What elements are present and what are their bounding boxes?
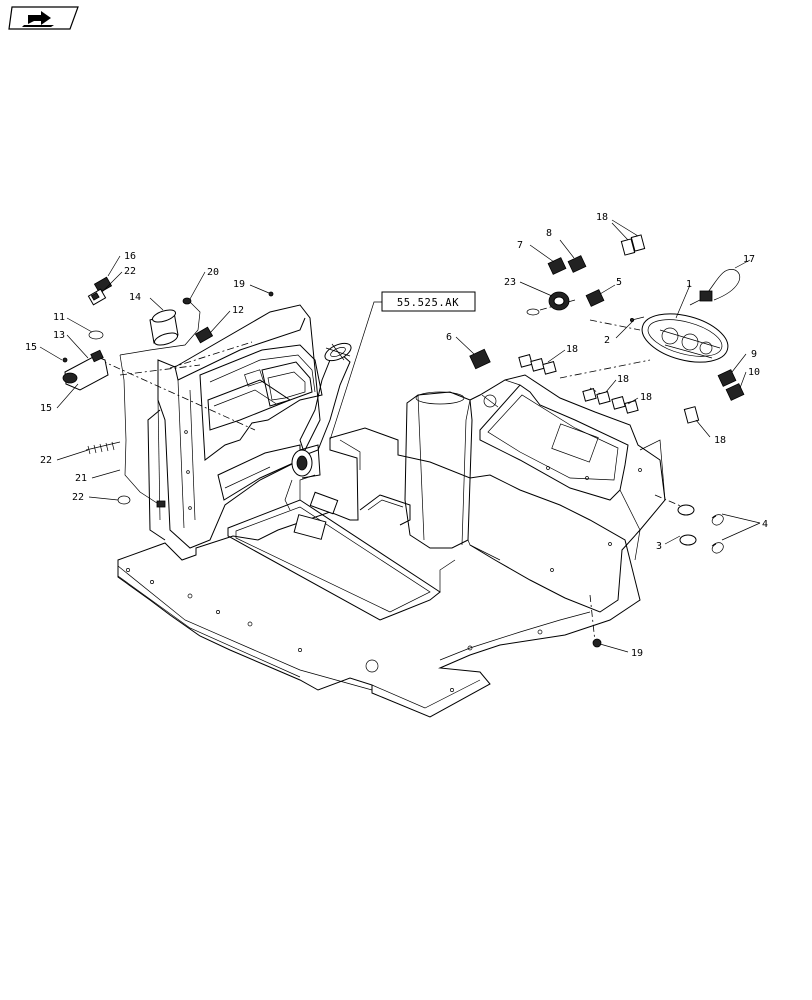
callout-13: 13 bbox=[53, 330, 65, 341]
callout-15: 15 bbox=[40, 403, 52, 414]
callout-1: 1 bbox=[686, 279, 692, 290]
callout-10: 10 bbox=[748, 367, 760, 378]
callout-18: 18 bbox=[596, 212, 608, 223]
callout-labels: 16 22 20 19 14 12 11 13 15 15 22 21 22 1… bbox=[25, 212, 768, 659]
callout-9: 9 bbox=[751, 349, 757, 360]
callout-3: 3 bbox=[656, 541, 662, 552]
callout-21: 21 bbox=[75, 473, 87, 484]
callout-5: 5 bbox=[616, 277, 622, 288]
small-parts bbox=[62, 234, 745, 648]
callout-22: 22 bbox=[40, 455, 52, 466]
callout-15: 15 bbox=[25, 342, 37, 353]
callout-20: 20 bbox=[207, 267, 219, 278]
callout-17: 17 bbox=[743, 254, 755, 265]
callout-19: 19 bbox=[631, 648, 643, 659]
callout-8: 8 bbox=[546, 228, 552, 239]
floor-plate bbox=[117, 427, 641, 718]
callout-22: 22 bbox=[124, 266, 136, 277]
callout-6: 6 bbox=[446, 332, 452, 343]
callout-16: 16 bbox=[124, 251, 136, 262]
callout-leaders bbox=[39, 219, 761, 653]
callout-22: 22 bbox=[72, 492, 84, 503]
arrow-right-icon bbox=[8, 6, 79, 30]
callout-18: 18 bbox=[566, 344, 578, 355]
right-console bbox=[404, 374, 666, 613]
callout-18: 18 bbox=[617, 374, 629, 385]
callout-18: 18 bbox=[640, 392, 652, 403]
reference-box[interactable]: 55.525.AK bbox=[329, 291, 476, 441]
navigation-button[interactable] bbox=[8, 6, 80, 30]
callout-19: 19 bbox=[233, 279, 245, 290]
callout-18: 18 bbox=[714, 435, 726, 446]
callout-12: 12 bbox=[232, 305, 244, 316]
callout-23: 23 bbox=[504, 277, 516, 288]
reference-box-label: 55.525.AK bbox=[397, 297, 459, 309]
callout-14: 14 bbox=[129, 292, 141, 303]
callout-7: 7 bbox=[517, 240, 523, 251]
callout-4: 4 bbox=[762, 519, 768, 530]
callout-11: 11 bbox=[53, 312, 65, 323]
callout-2: 2 bbox=[604, 335, 610, 346]
dash-panel bbox=[147, 304, 352, 549]
